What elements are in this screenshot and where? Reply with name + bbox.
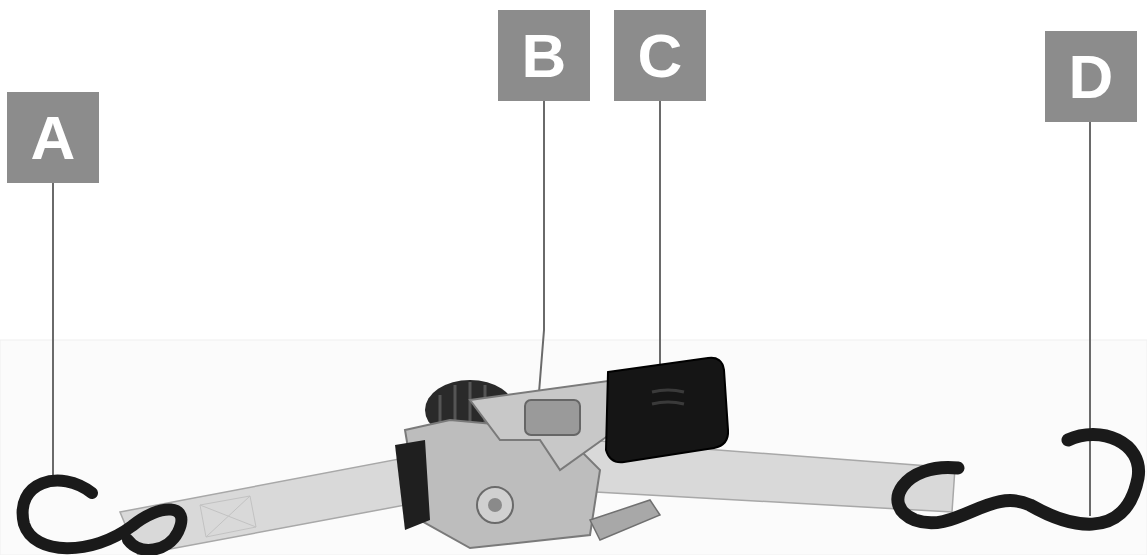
s-hook bbox=[23, 481, 182, 550]
ratchet-mechanism bbox=[395, 358, 728, 548]
callout-letter: C bbox=[614, 10, 706, 101]
callout-letter: A bbox=[7, 92, 99, 183]
callout-letter: D bbox=[1045, 31, 1137, 122]
s-hook bbox=[898, 435, 1139, 525]
photo-background bbox=[0, 340, 1147, 555]
leader-lines bbox=[53, 100, 1090, 516]
callout-letter: B bbox=[498, 10, 590, 101]
